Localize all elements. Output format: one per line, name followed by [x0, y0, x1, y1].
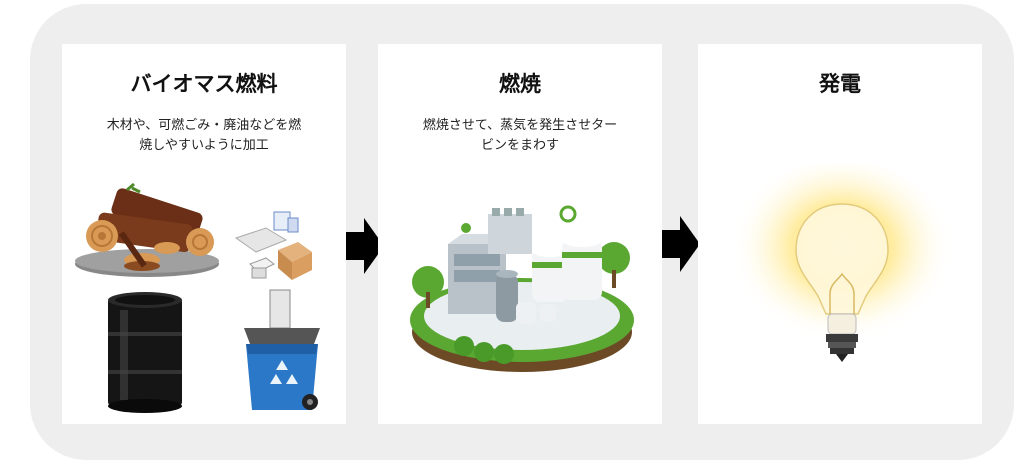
combustion-panel: 燃焼 燃焼させて、蒸気を発生させター ビンをまわす	[378, 44, 662, 424]
combustion-desc-line1: 燃焼させて、蒸気を発生させター	[422, 118, 618, 133]
combustion-description: 燃焼させて、蒸気を発生させター ビンをまわす	[392, 116, 648, 156]
oil-drum-icon	[108, 292, 182, 413]
power-generation-title: 発電	[819, 72, 861, 96]
arrow-right-icon	[346, 218, 384, 274]
biomass-desc-line1: 木材や、可燃ごみ・廃油などを燃	[106, 118, 302, 133]
light-bulb-icon	[730, 164, 954, 362]
wood-logs-icon	[75, 182, 219, 277]
biomass-fuel-description: 木材や、可燃ごみ・廃油などを燃 焼しやすいように加工	[76, 116, 332, 156]
biomass-desc-line2: 焼しやすいように加工	[139, 138, 269, 153]
combustion-desc-line2: ビンをまわす	[480, 138, 559, 153]
arrow-right-icon	[662, 216, 700, 272]
biomass-fuel-title: バイオマス燃料	[130, 72, 278, 96]
combustion-title: 燃焼	[499, 72, 541, 96]
power-plant-icon	[410, 205, 634, 372]
recycle-bin-icon	[244, 289, 320, 410]
power-generation-panel: 発電	[698, 44, 982, 424]
waste-boxes-icon	[234, 211, 312, 280]
biomass-fuel-panel: バイオマス燃料 木材や、可燃ごみ・廃油などを燃 焼しやすいように加工	[62, 44, 346, 424]
